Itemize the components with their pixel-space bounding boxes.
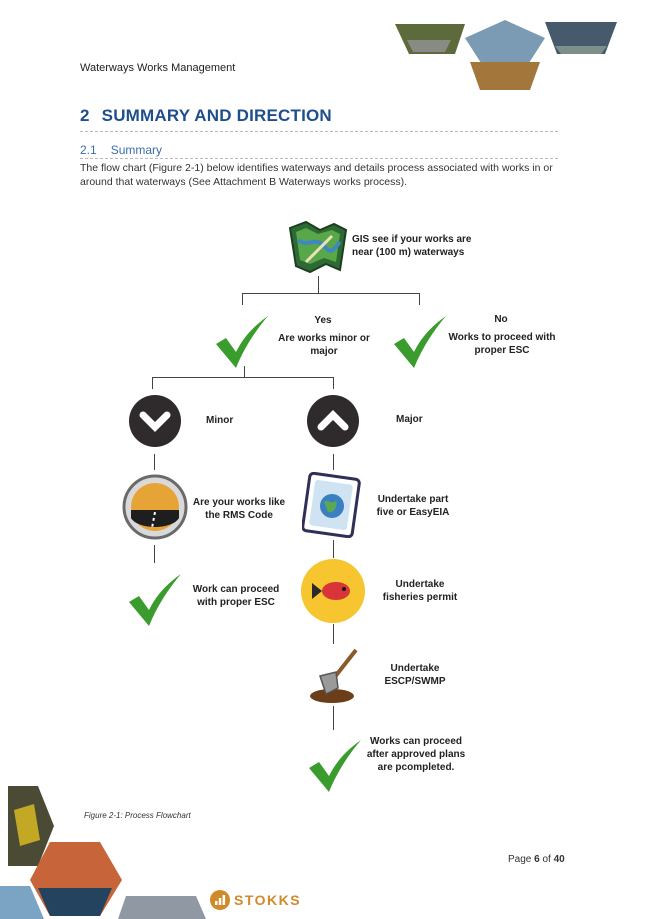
figure-caption: Figure 2-1: Process Flowchart bbox=[84, 811, 191, 820]
approved-label: Works can proceed after approved plans a… bbox=[366, 736, 466, 773]
connector-line bbox=[333, 624, 334, 644]
part-five-label: Undertake part five or EasyEIA bbox=[376, 494, 450, 518]
footer-photo-collage bbox=[0, 786, 206, 919]
header-photo-collage bbox=[395, 20, 617, 90]
fish-icon bbox=[301, 559, 365, 623]
logo-text: STOKKS bbox=[234, 892, 302, 908]
bar-chart-logo-icon bbox=[210, 890, 230, 910]
section-number: 2 bbox=[80, 106, 90, 125]
page-label: Page bbox=[508, 854, 532, 865]
header-title: Waterways Works Management bbox=[80, 62, 236, 74]
minor-or-major-label: Are works minor or major bbox=[278, 333, 370, 357]
water-photo-tile bbox=[0, 886, 44, 919]
section-title: SUMMARY AND DIRECTION bbox=[101, 106, 332, 125]
company-logo: STOKKS bbox=[210, 890, 301, 910]
connector-line bbox=[154, 545, 155, 563]
escp-label: Undertake ESCP/SWMP bbox=[384, 663, 446, 687]
sky-photo-tile bbox=[465, 20, 545, 66]
page-current: 6 bbox=[534, 854, 540, 865]
no-label: No bbox=[494, 314, 508, 325]
connector-line bbox=[152, 377, 153, 389]
road-icon bbox=[122, 474, 188, 540]
connector-line bbox=[333, 706, 334, 730]
map-icon bbox=[288, 220, 348, 274]
lake-photo-detail bbox=[555, 46, 607, 54]
minor-label: Minor bbox=[206, 415, 234, 426]
fisheries-label: Undertake fisheries permit bbox=[382, 579, 458, 603]
rms-code-label: Are your works like the RMS Code bbox=[192, 497, 286, 521]
landscape-photo-tile bbox=[118, 896, 206, 919]
final-check-icon bbox=[309, 740, 361, 792]
document-globe-icon bbox=[302, 472, 361, 538]
page-total: 40 bbox=[553, 854, 565, 865]
chevron-up-icon bbox=[307, 395, 359, 447]
road-photo-detail bbox=[407, 40, 451, 52]
connector-line bbox=[244, 366, 245, 378]
connector-line bbox=[419, 293, 420, 305]
subheading-rule bbox=[80, 158, 558, 159]
major-label: Major bbox=[396, 414, 423, 425]
connector-line bbox=[242, 293, 420, 294]
subsection-number: 2.1 bbox=[80, 143, 97, 157]
chevron-down-icon bbox=[129, 395, 181, 447]
connector-line bbox=[318, 276, 319, 294]
connector-line bbox=[154, 454, 155, 470]
no-check-icon bbox=[394, 316, 446, 368]
connector-line bbox=[242, 293, 243, 305]
shovel-icon bbox=[310, 648, 358, 703]
heading-rule bbox=[80, 131, 558, 132]
page-of: of bbox=[542, 854, 551, 865]
river-photo-detail bbox=[38, 888, 112, 916]
proceed-esc-label: Work can proceed with proper ESC bbox=[192, 584, 280, 608]
intro-paragraph: The flow chart (Figure 2-1) below identi… bbox=[80, 162, 553, 188]
connector-line bbox=[152, 377, 334, 378]
excavator-photo-detail bbox=[14, 804, 40, 846]
proceed-check-icon bbox=[129, 574, 181, 626]
yes-label: Yes bbox=[314, 315, 332, 326]
subsection-title: Summary bbox=[110, 143, 163, 157]
subsection-heading: 2.1 Summary bbox=[80, 143, 162, 157]
page-number: Page 6 of 40 bbox=[508, 854, 565, 865]
field-photo-tile bbox=[470, 62, 540, 90]
no-branch-text: Works to proceed with proper ESC bbox=[448, 332, 556, 356]
section-heading: 2 SUMMARY AND DIRECTION bbox=[80, 106, 332, 126]
connector-line bbox=[333, 540, 334, 558]
yes-check-icon bbox=[216, 316, 268, 368]
connector-line bbox=[333, 454, 334, 470]
gis-label: GIS see if your works are near (100 m) w… bbox=[352, 234, 472, 258]
connector-line bbox=[333, 377, 334, 389]
